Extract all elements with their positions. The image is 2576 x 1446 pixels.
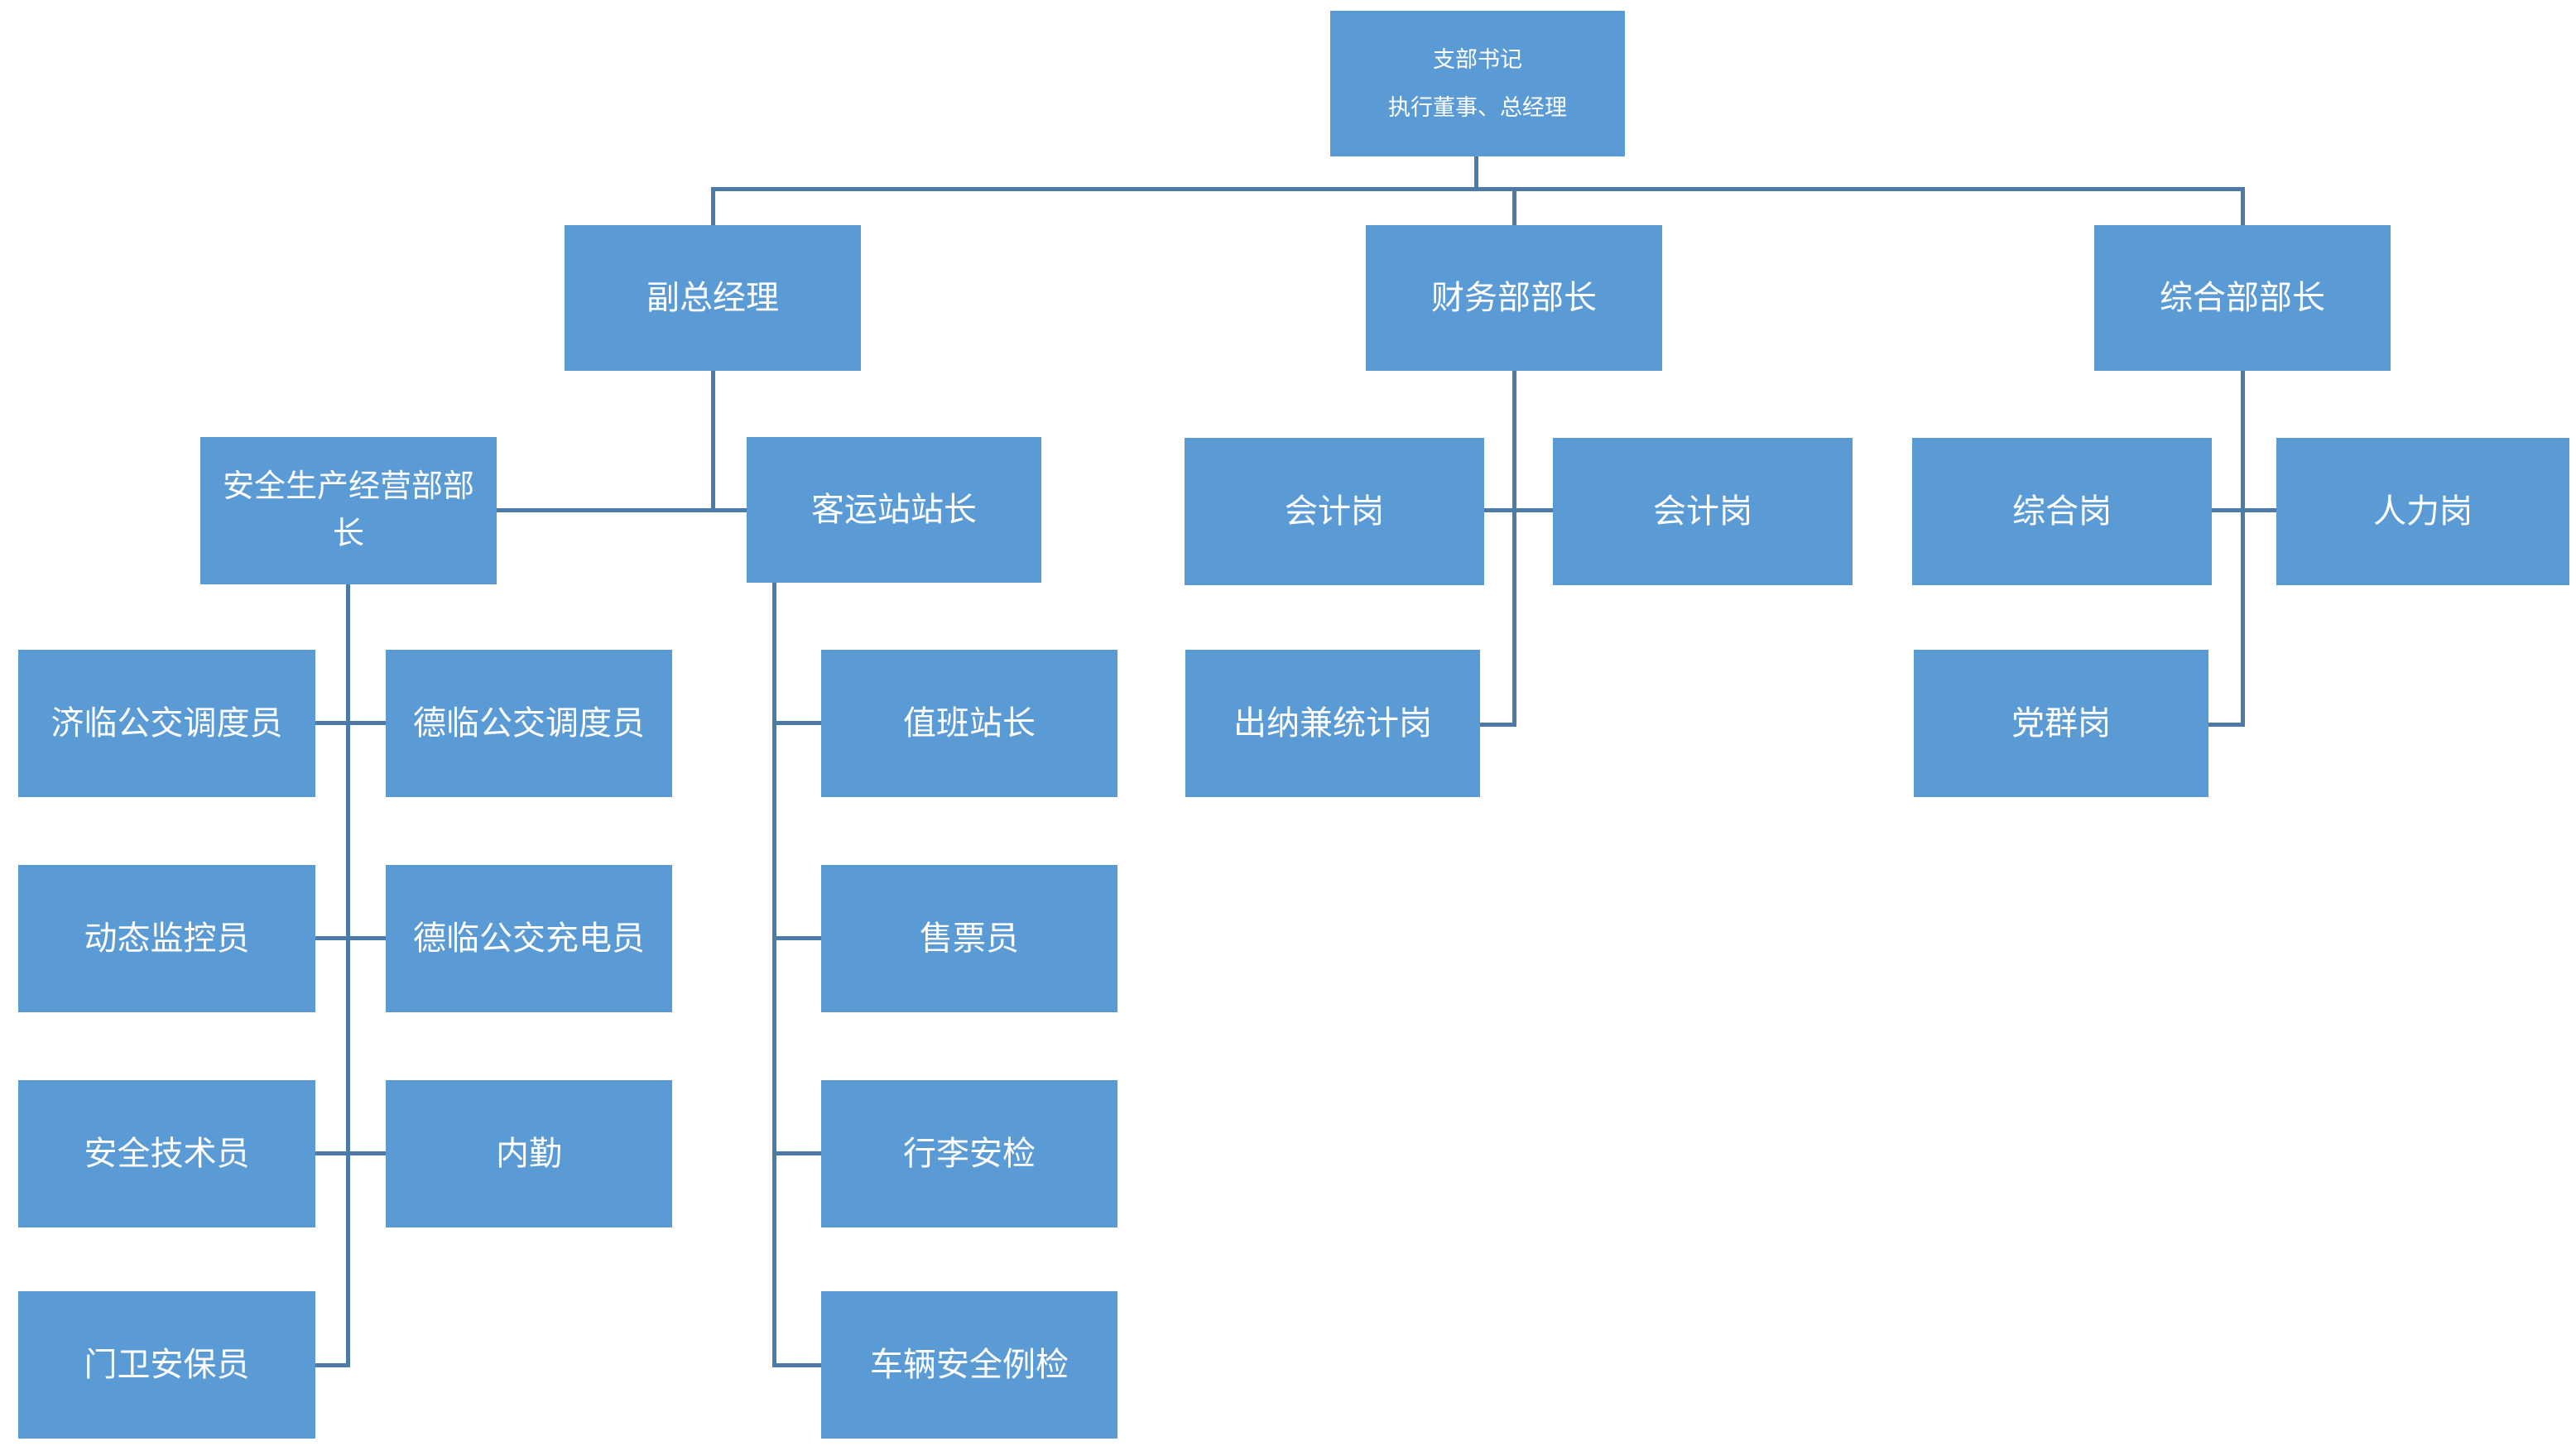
- org-node-duty-station-master: 值班站长: [821, 650, 1117, 797]
- connector-deputy-gm-trunk: [711, 371, 715, 512]
- connector-drop-finance-head: [1512, 187, 1516, 225]
- connector-vehicle-check-elbow: [772, 1363, 821, 1367]
- org-node-general-head: 综合部部长: [2094, 225, 2391, 371]
- org-node-hr: 人力岗: [2276, 438, 2569, 585]
- connector-party-mass-elbow: [2208, 723, 2245, 727]
- connector-safety-ops-trunk: [346, 584, 350, 1367]
- connector-duty-station-stub: [772, 721, 821, 725]
- org-node-delin-dispatcher: 德临公交调度员: [386, 650, 672, 797]
- org-node-deputy-gm: 副总经理: [565, 225, 861, 371]
- org-node-jilin-dispatcher: 济临公交调度员: [18, 650, 315, 797]
- connector-ticket-seller-stub: [772, 936, 821, 940]
- org-node-comprehensive: 综合岗: [1912, 438, 2212, 585]
- connector-station-trunk: [772, 582, 776, 1367]
- connector-general-trunk: [2241, 370, 2245, 727]
- connector-root-drop: [1474, 156, 1478, 189]
- connector-cashier-elbow: [1480, 723, 1516, 727]
- connector-safety-station: [497, 508, 747, 512]
- org-node-finance-head: 财务部部长: [1366, 225, 1662, 371]
- org-node-root: 支部书记 执行董事、总经理: [1330, 11, 1625, 156]
- org-node-vehicle-safety-check: 车辆安全例检: [821, 1291, 1117, 1439]
- connector-comprehensive-hr-pair: [2212, 508, 2276, 512]
- org-node-accounting-2: 会计岗: [1553, 438, 1853, 585]
- org-node-ticket-seller: 售票员: [821, 865, 1117, 1012]
- org-node-party-mass: 党群岗: [1914, 650, 2208, 797]
- connector-technician-row: [315, 1151, 386, 1155]
- org-node-root-title: 支部书记: [1433, 46, 1522, 72]
- org-node-luggage-security: 行李安检: [821, 1080, 1117, 1227]
- org-node-root-subtitle: 执行董事、总经理: [1388, 95, 1567, 120]
- org-node-cashier-statistics: 出纳兼统计岗: [1185, 650, 1480, 797]
- org-node-dynamic-monitor: 动态监控员: [18, 865, 315, 1012]
- connector-monitor-row: [315, 936, 386, 940]
- org-node-accounting-1: 会计岗: [1185, 438, 1484, 585]
- connector-dispatcher-row: [315, 721, 386, 725]
- org-node-delin-charger: 德临公交充电员: [386, 865, 672, 1012]
- connector-gate-security-elbow: [315, 1363, 350, 1367]
- org-node-station-master: 客运站站长: [747, 437, 1041, 583]
- connector-accounting-pair: [1484, 508, 1553, 512]
- org-node-internal-clerk: 内勤: [386, 1080, 672, 1227]
- org-node-gate-security: 门卫安保员: [18, 1291, 315, 1439]
- org-node-safety-technician: 安全技术员: [18, 1080, 315, 1227]
- connector-luggage-security-stub: [772, 1151, 821, 1155]
- connector-drop-deputy-gm: [711, 187, 715, 225]
- connector-finance-trunk: [1512, 370, 1516, 727]
- connector-level2-rail: [711, 187, 2245, 191]
- org-node-safety-ops-head: 安全生产经营部部长: [200, 437, 497, 584]
- connector-drop-general-head: [2241, 187, 2245, 225]
